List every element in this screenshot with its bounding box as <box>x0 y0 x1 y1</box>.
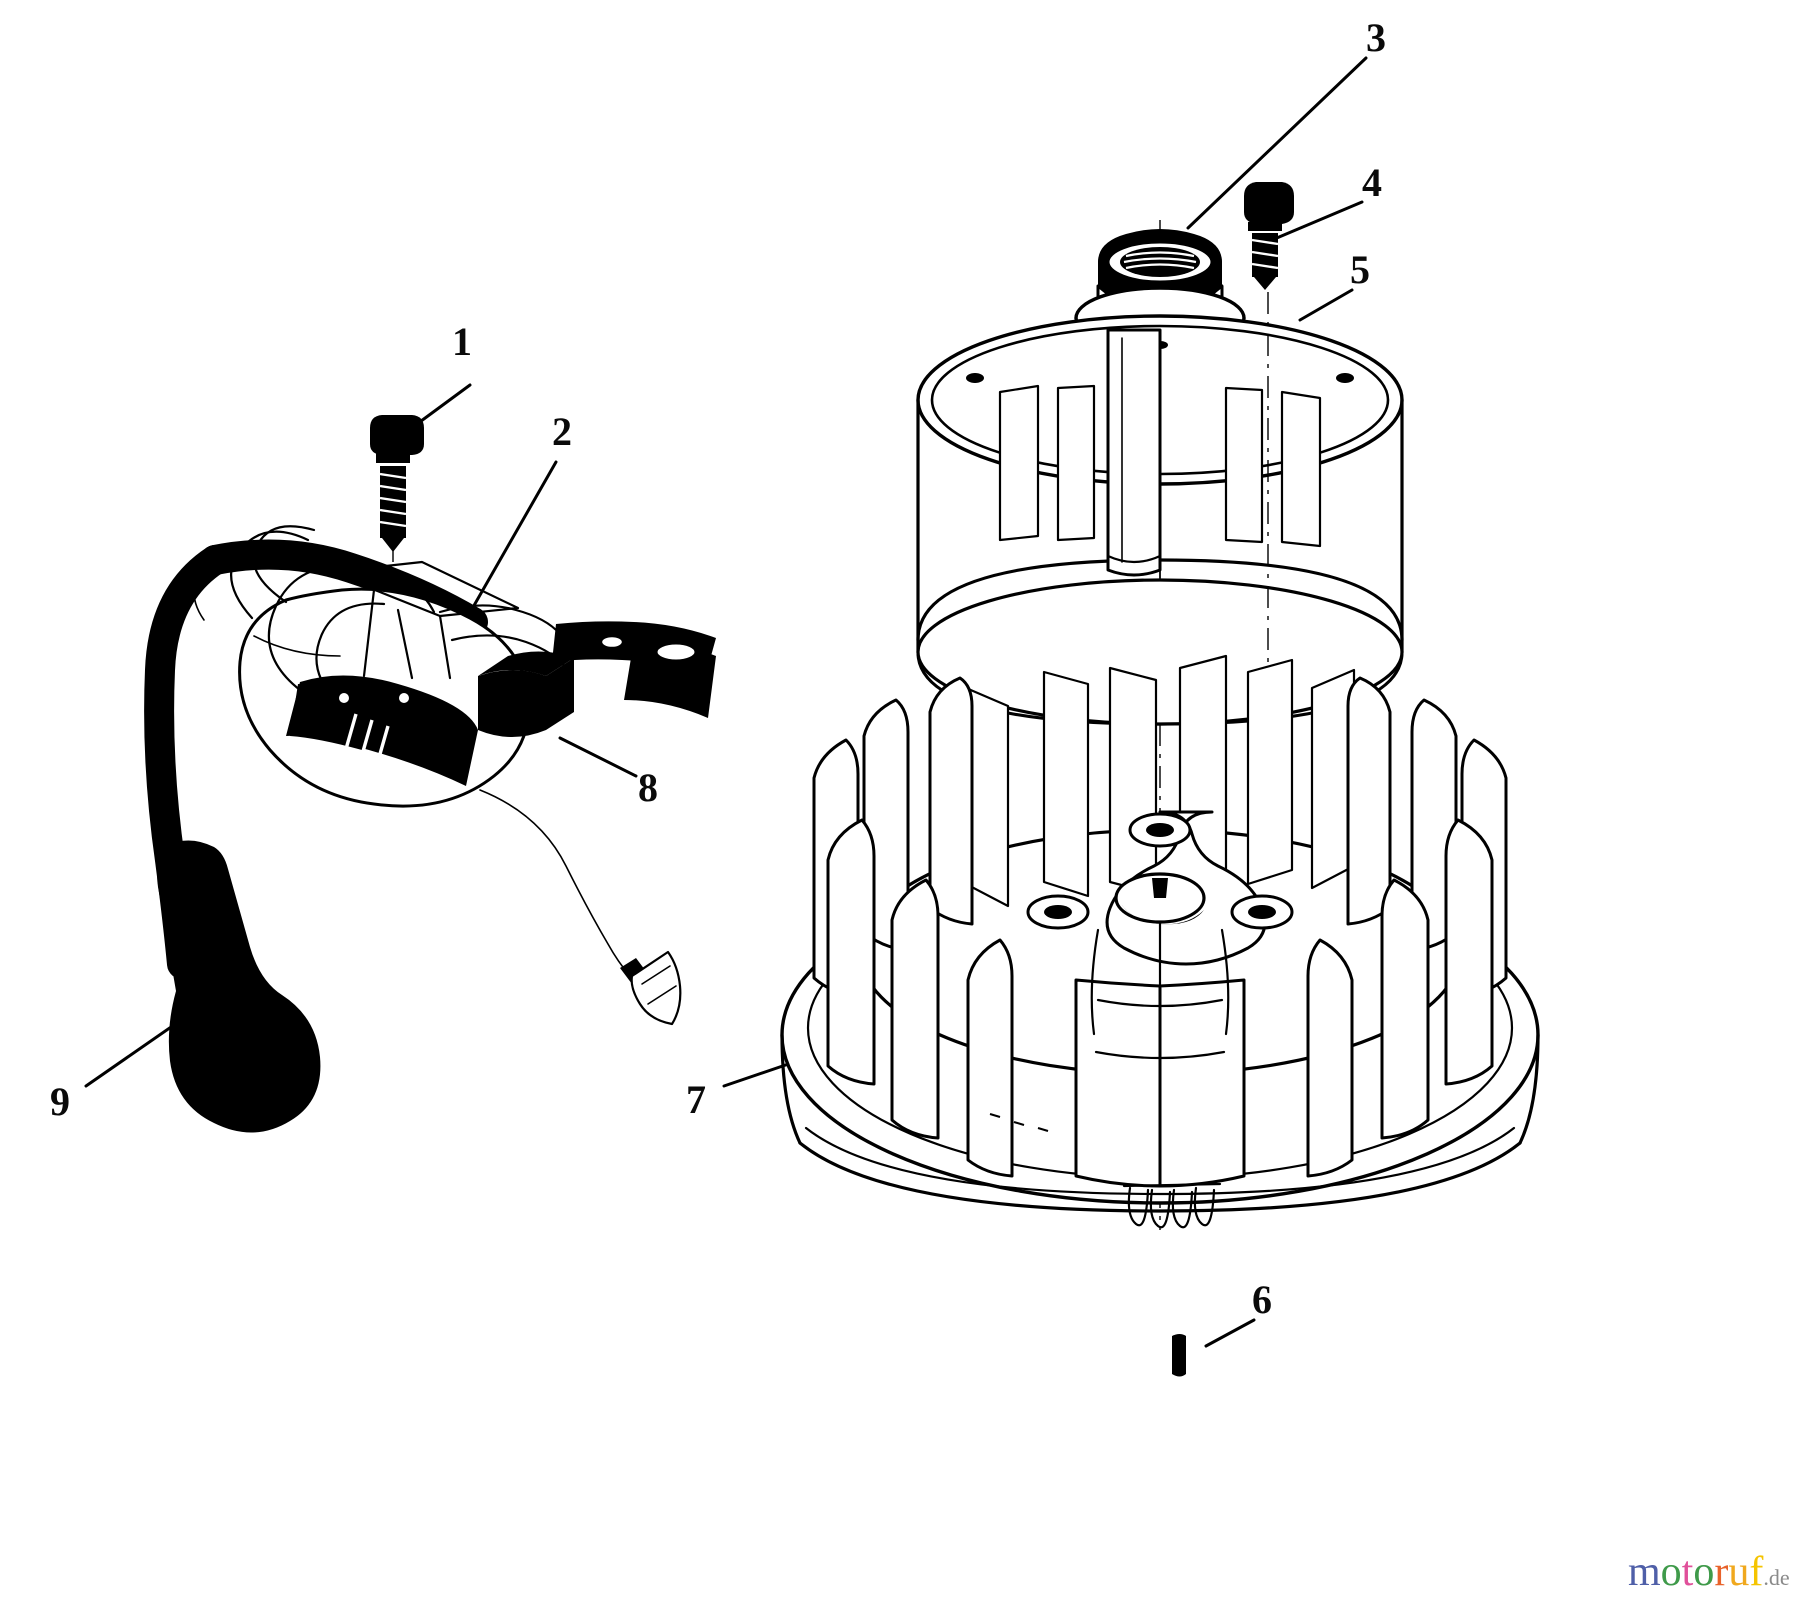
kill-switch-block <box>478 670 546 737</box>
watermark-letter-m: m <box>1628 1549 1661 1595</box>
starter-cup-art <box>916 250 1404 950</box>
callout-5: 5 <box>1350 247 1370 292</box>
bolt-part1-art <box>370 415 424 552</box>
callout-1: 1 <box>452 319 472 364</box>
watermark-letter-o2: o <box>1693 1549 1715 1595</box>
starter-cup-screw-art <box>1244 182 1294 290</box>
watermark-letter-t: t <box>1681 1549 1694 1595</box>
spade-connector <box>630 950 682 1026</box>
flywheel-key-art <box>1172 1334 1186 1377</box>
watermark-letter-o1: o <box>1660 1549 1682 1595</box>
flywheel-assembly-art <box>780 182 1540 1377</box>
ignition-coil-assembly-art <box>144 415 716 1133</box>
callout-2: 2 <box>552 409 572 454</box>
watermark-letter-r: r <box>1714 1549 1729 1595</box>
watermark-suffix: .de <box>1763 1565 1790 1590</box>
watermark-motoruf: motoruf.de <box>1628 1548 1790 1596</box>
callout-3: 3 <box>1366 15 1386 60</box>
watermark-letter-f: f <box>1749 1549 1764 1595</box>
callout-9: 9 <box>50 1079 70 1124</box>
spark-plug-boot <box>157 840 321 1133</box>
callout-8: 8 <box>638 765 658 810</box>
callout-7: 7 <box>686 1077 706 1122</box>
callout-4: 4 <box>1362 160 1382 205</box>
watermark-letter-u: u <box>1728 1549 1750 1595</box>
flywheel-art <box>780 654 1540 1229</box>
primary-lead-wire <box>479 789 631 977</box>
callout-6: 6 <box>1252 1277 1272 1322</box>
flywheel-teeth <box>1122 1182 1222 1229</box>
